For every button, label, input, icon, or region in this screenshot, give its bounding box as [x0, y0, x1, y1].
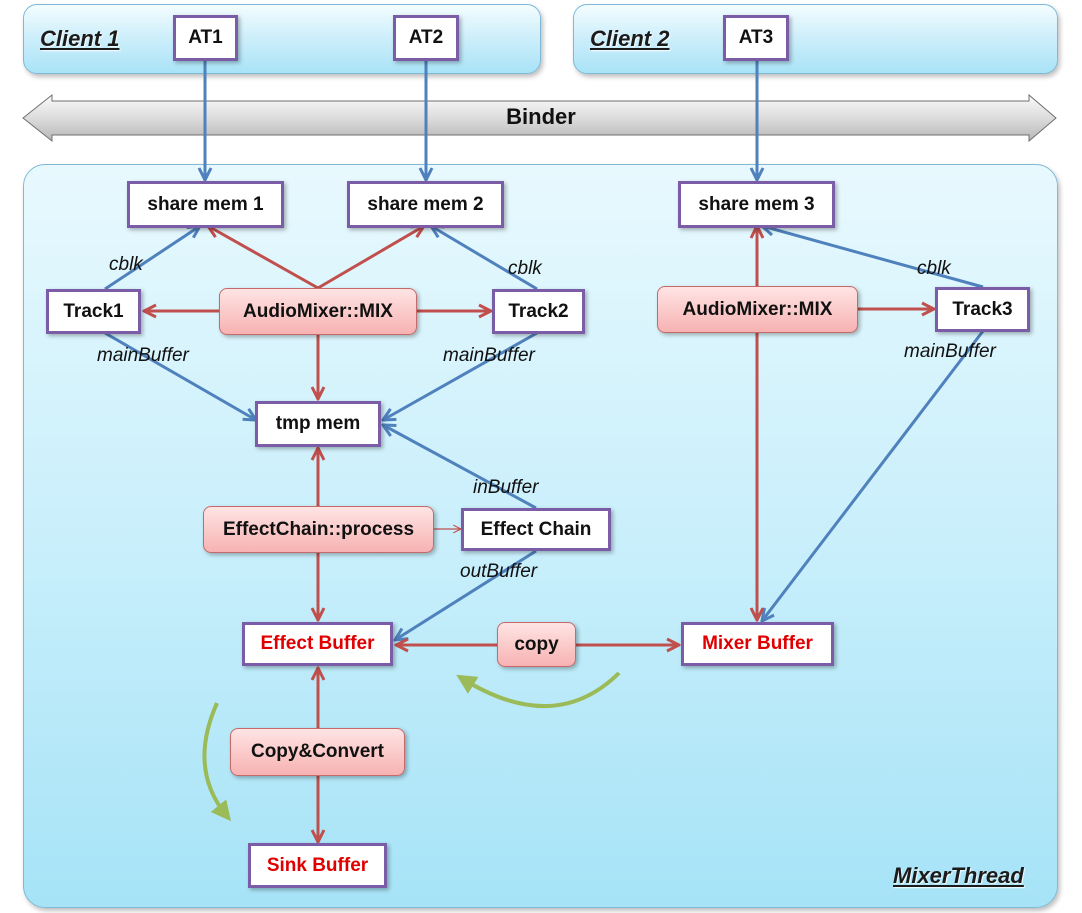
mixer-buffer-box[interactable]: Mixer Buffer: [681, 622, 834, 666]
outbuffer-label: outBuffer: [460, 561, 538, 582]
client-1-label: Client 1: [40, 26, 120, 51]
track1-box[interactable]: Track1: [46, 289, 141, 334]
binder-label: Binder: [506, 104, 576, 129]
inbuffer-label: inBuffer: [473, 477, 539, 498]
effect-chain-outbuffer: [395, 549, 537, 640]
mixer-thread-label: MixerThread: [893, 863, 1024, 888]
track1-cblk: [104, 226, 200, 291]
binder-arrow: [22, 93, 1057, 143]
mix1-to-share2: [317, 226, 424, 290]
mainbuffer-label-3: mainBuffer: [904, 341, 996, 362]
copy-convert-op[interactable]: Copy&Convert: [230, 728, 405, 776]
effect-chain-inbuffer: [383, 425, 537, 510]
copy-direction-hint: [456, 671, 621, 708]
at1-box[interactable]: AT1: [173, 15, 238, 61]
audio-mixer-mix-1-op[interactable]: AudioMixer::MIX: [219, 288, 417, 335]
at3-box[interactable]: AT3: [723, 15, 789, 61]
tmp-mem-box[interactable]: tmp mem: [255, 401, 381, 447]
mainbuffer-label-1: mainBuffer: [97, 345, 189, 366]
client-2-panel: [573, 4, 1058, 74]
track2-box[interactable]: Track2: [492, 289, 585, 334]
track2-mainbuffer: [383, 331, 538, 420]
cblk-label-1: cblk: [109, 254, 143, 275]
track3-cblk: [762, 226, 984, 289]
share-mem-2-box[interactable]: share mem 2: [347, 181, 504, 228]
effect-buffer-box[interactable]: Effect Buffer: [242, 622, 393, 666]
share-mem-1-box[interactable]: share mem 1: [127, 181, 284, 228]
mainbuffer-label-2: mainBuffer: [443, 345, 535, 366]
sink-buffer-box[interactable]: Sink Buffer: [248, 843, 387, 888]
cblk-label-3: cblk: [917, 258, 951, 279]
share-mem-3-box[interactable]: share mem 3: [678, 181, 835, 228]
track3-mainbuffer: [762, 330, 985, 621]
effect-chain-process-op[interactable]: EffectChain::process: [203, 506, 434, 553]
client-2-label: Client 2: [590, 26, 670, 51]
copy-op[interactable]: copy: [497, 622, 576, 667]
cblk-label-2: cblk: [508, 258, 542, 279]
track2-cblk: [431, 226, 538, 291]
track1-mainbuffer: [104, 331, 256, 420]
at2-box[interactable]: AT2: [393, 15, 459, 61]
mix1-to-share1: [208, 226, 319, 290]
convert-direction-hint: [202, 702, 232, 822]
effect-chain-box[interactable]: Effect Chain: [461, 508, 611, 551]
audio-mixer-mix-2-op[interactable]: AudioMixer::MIX: [657, 286, 858, 333]
track3-box[interactable]: Track3: [935, 287, 1030, 332]
